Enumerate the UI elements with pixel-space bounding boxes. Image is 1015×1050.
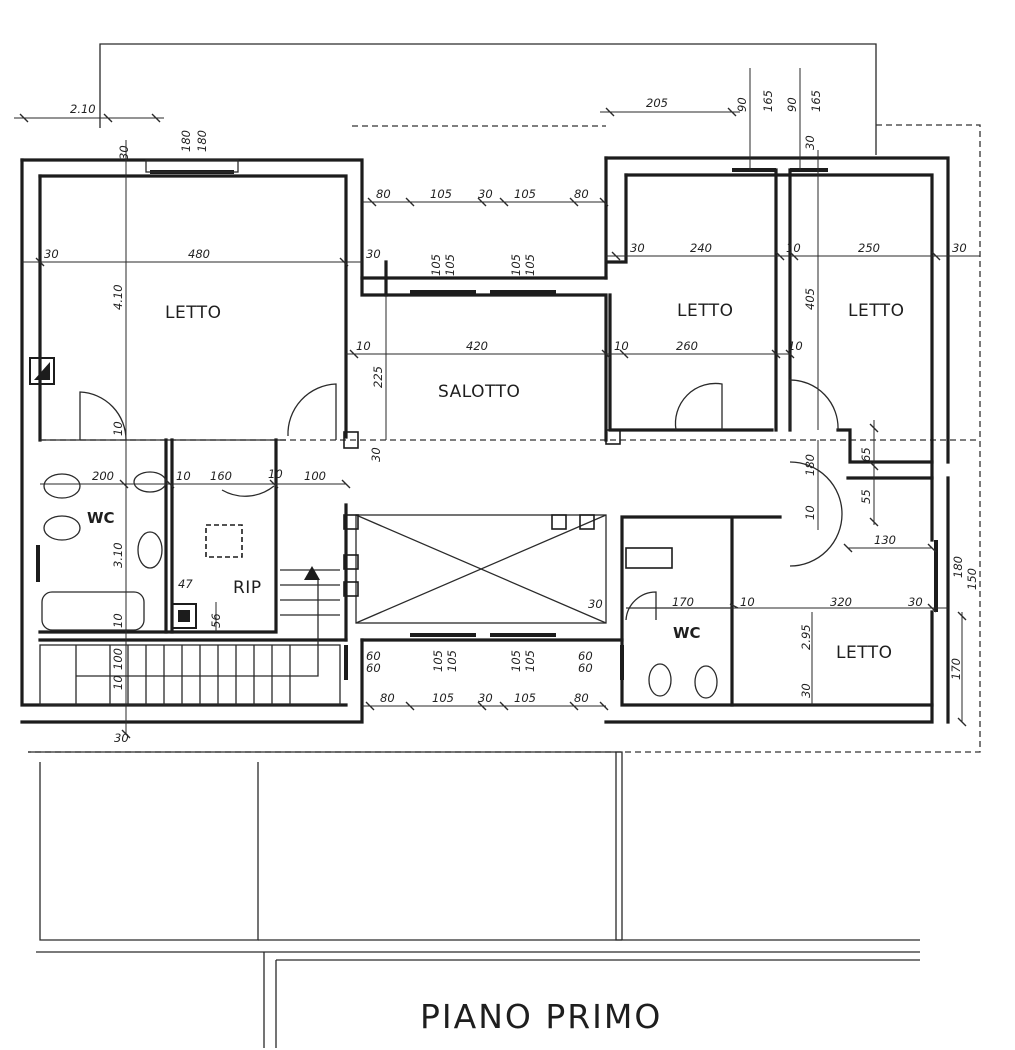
dim-label: 105 <box>514 187 536 201</box>
dim-label: 105 <box>443 254 457 276</box>
dim-label: 80 <box>380 691 395 705</box>
dim-label: 30 <box>369 447 383 462</box>
dim-label: 60 <box>366 649 381 663</box>
dim-label: 30 <box>114 731 129 745</box>
room-label-letto-nw: LETTO <box>165 303 222 323</box>
dim-label: 56 <box>209 613 223 628</box>
dim-label: 130 <box>874 533 896 547</box>
dim-label: 105 <box>523 254 537 276</box>
dim-label: 200 <box>92 469 114 483</box>
dim-label: 165 <box>761 90 775 112</box>
dim-label: 30 <box>44 247 59 261</box>
dim-label: 180 <box>803 454 817 476</box>
dim-label: 47 <box>178 577 193 591</box>
dim-label: 10 <box>111 675 125 690</box>
dim-label: 3.10 <box>111 542 125 568</box>
dim-label: 10 <box>268 467 283 481</box>
dim-label: 10 <box>786 241 801 255</box>
dim-label: 10 <box>788 339 803 353</box>
dim-label: 80 <box>574 187 589 201</box>
dim-label: 60 <box>366 661 381 675</box>
dimension-lines <box>14 68 980 739</box>
room-label-rip: RIP <box>233 578 262 598</box>
dim-label: 90 <box>735 97 749 112</box>
dim-label: 10 <box>614 339 629 353</box>
dim-label: 180 <box>951 556 965 578</box>
dim-label: 160 <box>210 469 232 483</box>
dim-label: 2.10 <box>70 102 96 116</box>
dim-label: 2.95 <box>799 624 813 650</box>
room-label-letto-n2: LETTO <box>848 301 905 321</box>
dim-label: 30 <box>952 241 967 255</box>
dim-label: 4.10 <box>111 284 125 310</box>
dim-label: 420 <box>466 339 488 353</box>
boiler-icon <box>171 603 197 629</box>
dim-label: 105 <box>509 650 523 672</box>
doors <box>79 379 843 621</box>
dim-label: 105 <box>509 254 523 276</box>
dim-label: 30 <box>803 135 817 150</box>
dim-label: 60 <box>578 649 593 663</box>
dim-label: 170 <box>672 595 694 609</box>
dim-label: 105 <box>429 254 443 276</box>
dim-label: 205 <box>646 96 668 110</box>
dim-label: 60 <box>578 661 593 675</box>
dim-label: 480 <box>188 247 210 261</box>
dim-label: 170 <box>949 658 963 680</box>
dim-label: 405 <box>803 288 817 310</box>
dim-label: 30 <box>630 241 645 255</box>
dim-label: 240 <box>690 241 712 255</box>
dim-label: 10 <box>740 595 755 609</box>
chimney-icon <box>29 357 55 385</box>
dim-label: 225 <box>371 366 385 388</box>
dim-label: 165 <box>809 90 823 112</box>
dim-label: 105 <box>445 650 459 672</box>
dim-label: 30 <box>588 597 603 611</box>
dim-label: 10 <box>111 613 125 628</box>
dim-label: 80 <box>574 691 589 705</box>
dim-label: 10 <box>356 339 371 353</box>
dim-label: 105 <box>432 691 454 705</box>
dim-label: 105 <box>514 691 536 705</box>
terrace-outlines <box>28 43 981 1048</box>
dim-label: 105 <box>431 650 445 672</box>
room-label-wc-e: WC <box>673 624 701 642</box>
room-label-letto-n1: LETTO <box>677 301 734 321</box>
dim-label: 250 <box>858 241 880 255</box>
dim-label: 30 <box>117 145 131 160</box>
dim-label: 10 <box>176 469 191 483</box>
dim-label: 30 <box>366 247 381 261</box>
dim-label: 10 <box>803 505 817 520</box>
dim-label: 180 <box>195 130 209 152</box>
dim-label: 30 <box>908 595 923 609</box>
dim-label: 180 <box>179 130 193 152</box>
plan-title: PIANO PRIMO <box>420 997 662 1036</box>
dim-label: 80 <box>376 187 391 201</box>
dim-label: 65 <box>859 447 873 462</box>
room-label-wc-w: WC <box>87 509 115 527</box>
dim-label: 30 <box>478 187 493 201</box>
dim-label: 150 <box>965 568 979 590</box>
dim-label: 260 <box>676 339 698 353</box>
dim-label: 30 <box>478 691 493 705</box>
pillars <box>205 429 673 597</box>
dim-label: 105 <box>430 187 452 201</box>
room-label-salotto: SALOTTO <box>438 382 520 402</box>
dim-label: 90 <box>785 97 799 112</box>
windows <box>36 159 938 680</box>
dim-label: 100 <box>111 648 125 670</box>
dim-label: 10 <box>111 421 125 436</box>
dim-label: 105 <box>523 650 537 672</box>
room-label-letto-se: LETTO <box>836 643 893 663</box>
room-labels: LETTO LETTO LETTO LETTO SALOTTO WC WC RI… <box>87 301 905 663</box>
dim-label: 100 <box>304 469 326 483</box>
dim-label: 55 <box>859 489 873 504</box>
dim-label: 30 <box>799 683 813 698</box>
dimension-labels: 2.10 30 180 180 205 90 165 90 165 30 80 … <box>44 90 979 745</box>
dim-label: 320 <box>830 595 852 609</box>
stairs <box>39 514 607 706</box>
